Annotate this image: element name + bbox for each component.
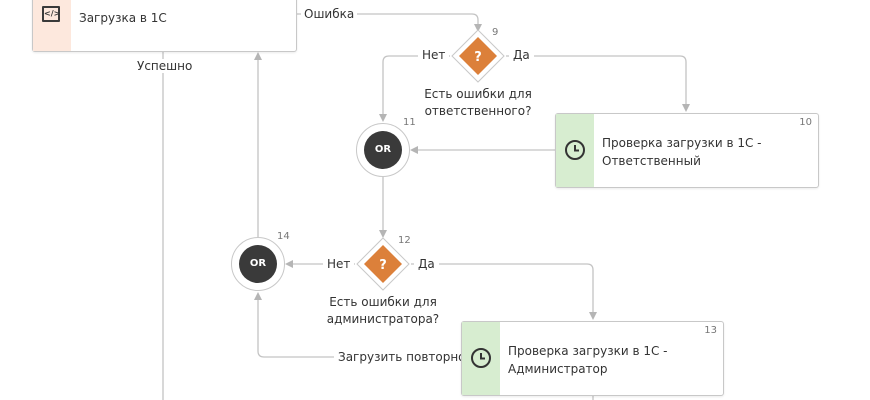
gateway-question: Есть ошибки для ответственного? xyxy=(410,86,546,120)
task-title: Проверка загрузки в 1С - Ответственный xyxy=(602,134,762,170)
question-line: Есть ошибки для xyxy=(424,87,532,101)
task-title-line: Проверка загрузки в 1С - xyxy=(602,136,762,150)
or-label: OR xyxy=(239,245,277,283)
or-node-11[interactable]: OR xyxy=(356,123,410,177)
task-number: 10 xyxy=(799,117,812,128)
gateway-9[interactable]: ? xyxy=(451,29,505,83)
edge-label-yes-1: Да xyxy=(509,48,534,62)
edge-yes-1 xyxy=(506,55,690,112)
task-title-line: Ответственный xyxy=(602,154,701,168)
or-number: 11 xyxy=(403,117,416,128)
edge-no-1 xyxy=(379,55,450,122)
or-label: OR xyxy=(364,131,402,169)
edge-label-success: Успешно xyxy=(137,59,193,73)
edge-label-no-1: Нет xyxy=(418,48,450,62)
task-title: Загрузка в 1С xyxy=(79,11,167,25)
gateway-number: 12 xyxy=(398,235,411,246)
edge-label-no-2: Нет xyxy=(323,257,355,271)
edge-label-yes-2: Да xyxy=(414,257,439,271)
question-line: администратора? xyxy=(326,312,440,326)
or-node-14[interactable]: OR xyxy=(231,237,285,291)
task-type-strip xyxy=(33,0,71,51)
code-icon: </> xyxy=(42,6,60,22)
question-icon: ? xyxy=(379,258,387,273)
edge-error xyxy=(296,13,482,32)
task-check-admin[interactable]: Проверка загрузки в 1С - Администратор 1… xyxy=(461,321,724,396)
edge-label-retry: Загрузить повторно xyxy=(334,350,470,364)
task-number: 13 xyxy=(704,325,717,336)
gateway-number: 9 xyxy=(492,27,499,38)
question-icon: ? xyxy=(474,50,482,65)
task-title: Проверка загрузки в 1С - Администратор xyxy=(508,342,668,378)
edge-label-error: Ошибка xyxy=(301,7,358,21)
task-title-line: Проверка загрузки в 1С - xyxy=(508,344,668,358)
task-check-responsible[interactable]: Проверка загрузки в 1С - Ответственный 1… xyxy=(555,113,819,188)
edge-yes-2 xyxy=(411,263,597,320)
clock-icon xyxy=(565,140,585,160)
or-number: 14 xyxy=(277,231,290,242)
question-line: Есть ошибки для xyxy=(329,295,437,309)
gateway-12[interactable]: ? xyxy=(356,237,410,291)
edge-retry xyxy=(254,292,461,358)
gateway-diamond: ? xyxy=(356,237,410,291)
task-title-line: Администратор xyxy=(508,362,608,376)
gateway-question: Есть ошибки для администратора? xyxy=(315,294,451,328)
clock-icon xyxy=(471,348,491,368)
gateway-diamond: ? xyxy=(451,29,505,83)
task-upload-1c[interactable]: </> Загрузка в 1С xyxy=(32,0,297,52)
question-line: ответственного? xyxy=(424,104,532,118)
